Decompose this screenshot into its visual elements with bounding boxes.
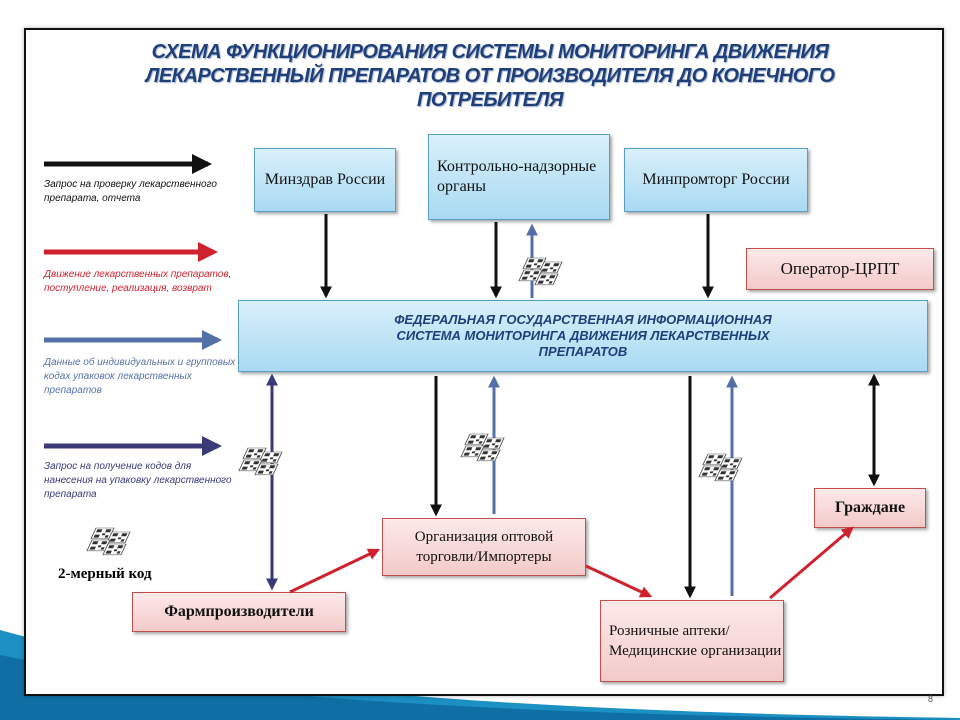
node-control-bodies-label: Контрольно-надзорные органы: [437, 158, 597, 195]
decorative-swoosh: [0, 630, 960, 720]
arrow-manufacturers-wholesale: [289, 548, 381, 594]
arrow-retail-citizens: [769, 526, 854, 600]
title-line-3: ПОТРЕБИТЕЛЯ: [416, 89, 564, 111]
node-fgis-label: ФЕДЕРАЛЬНАЯ ГОСУДАРСТВЕННАЯ ИНФОРМАЦИОНН…: [394, 312, 772, 359]
node-control-bodies: Контрольно-надзорные органы: [428, 134, 610, 220]
node-operator-crpt: Оператор-ЦРПТ: [746, 248, 934, 290]
qr-code-icon: [699, 454, 742, 481]
qr-code-icon: [519, 258, 562, 285]
node-operator-crpt-label: Оператор-ЦРПТ: [780, 259, 900, 278]
qr-code-icon: [239, 448, 282, 475]
title-line-2: ЛЕКАРСТВЕННЫЙ ПРЕПАРАТОВ ОТ ПРОИЗВОДИТЕЛ…: [145, 65, 835, 87]
qr-code-icon: [461, 434, 504, 461]
node-minpromtorg-label: Минпромторг России: [642, 171, 790, 188]
legend-text-2: Движение лекарственных препаратов, посту…: [44, 269, 232, 294]
diagram-title: СХЕМА ФУНКЦИОНИРОВАНИЯ СИСТЕМЫ МОНИТОРИН…: [80, 40, 900, 112]
qr-code-icon: [87, 528, 130, 555]
node-minzdrav-label: Минздрав России: [264, 171, 386, 188]
code-label: 2-мерный код: [58, 566, 152, 582]
node-citizens: Граждане: [814, 488, 926, 528]
legend-text-4: Запрос на получение кодов для нанесения …: [44, 461, 232, 500]
node-fgis: ФЕДЕРАЛЬНАЯ ГОСУДАРСТВЕННАЯ ИНФОРМАЦИОНН…: [238, 300, 928, 372]
legend-text-3: Данные об индивидуальных и групповых код…: [44, 357, 236, 396]
node-retail: Розничные аптеки/ Медицинские организаци…: [600, 600, 784, 682]
node-minpromtorg: Минпромторг России: [624, 148, 808, 212]
page-number: 8: [928, 694, 934, 704]
node-retail-label: Розничные аптеки/ Медицинские организаци…: [609, 623, 782, 659]
node-wholesale: Организация оптовой торговли/Импортеры: [382, 518, 586, 576]
legend-text-1: Запрос на проверку лекарственного препар…: [44, 179, 217, 204]
node-manufacturers: Фармпроизводители: [132, 592, 346, 632]
arrow-wholesale-retail: [585, 564, 653, 598]
node-wholesale-label: Организация оптовой торговли/Импортеры: [414, 529, 554, 565]
title-line-1: СХЕМА ФУНКЦИОНИРОВАНИЯ СИСТЕМЫ МОНИТОРИН…: [151, 41, 829, 63]
node-manufacturers-label: Фармпроизводители: [164, 603, 314, 620]
node-minzdrav: Минздрав России: [254, 148, 396, 212]
node-citizens-label: Граждане: [834, 499, 906, 516]
